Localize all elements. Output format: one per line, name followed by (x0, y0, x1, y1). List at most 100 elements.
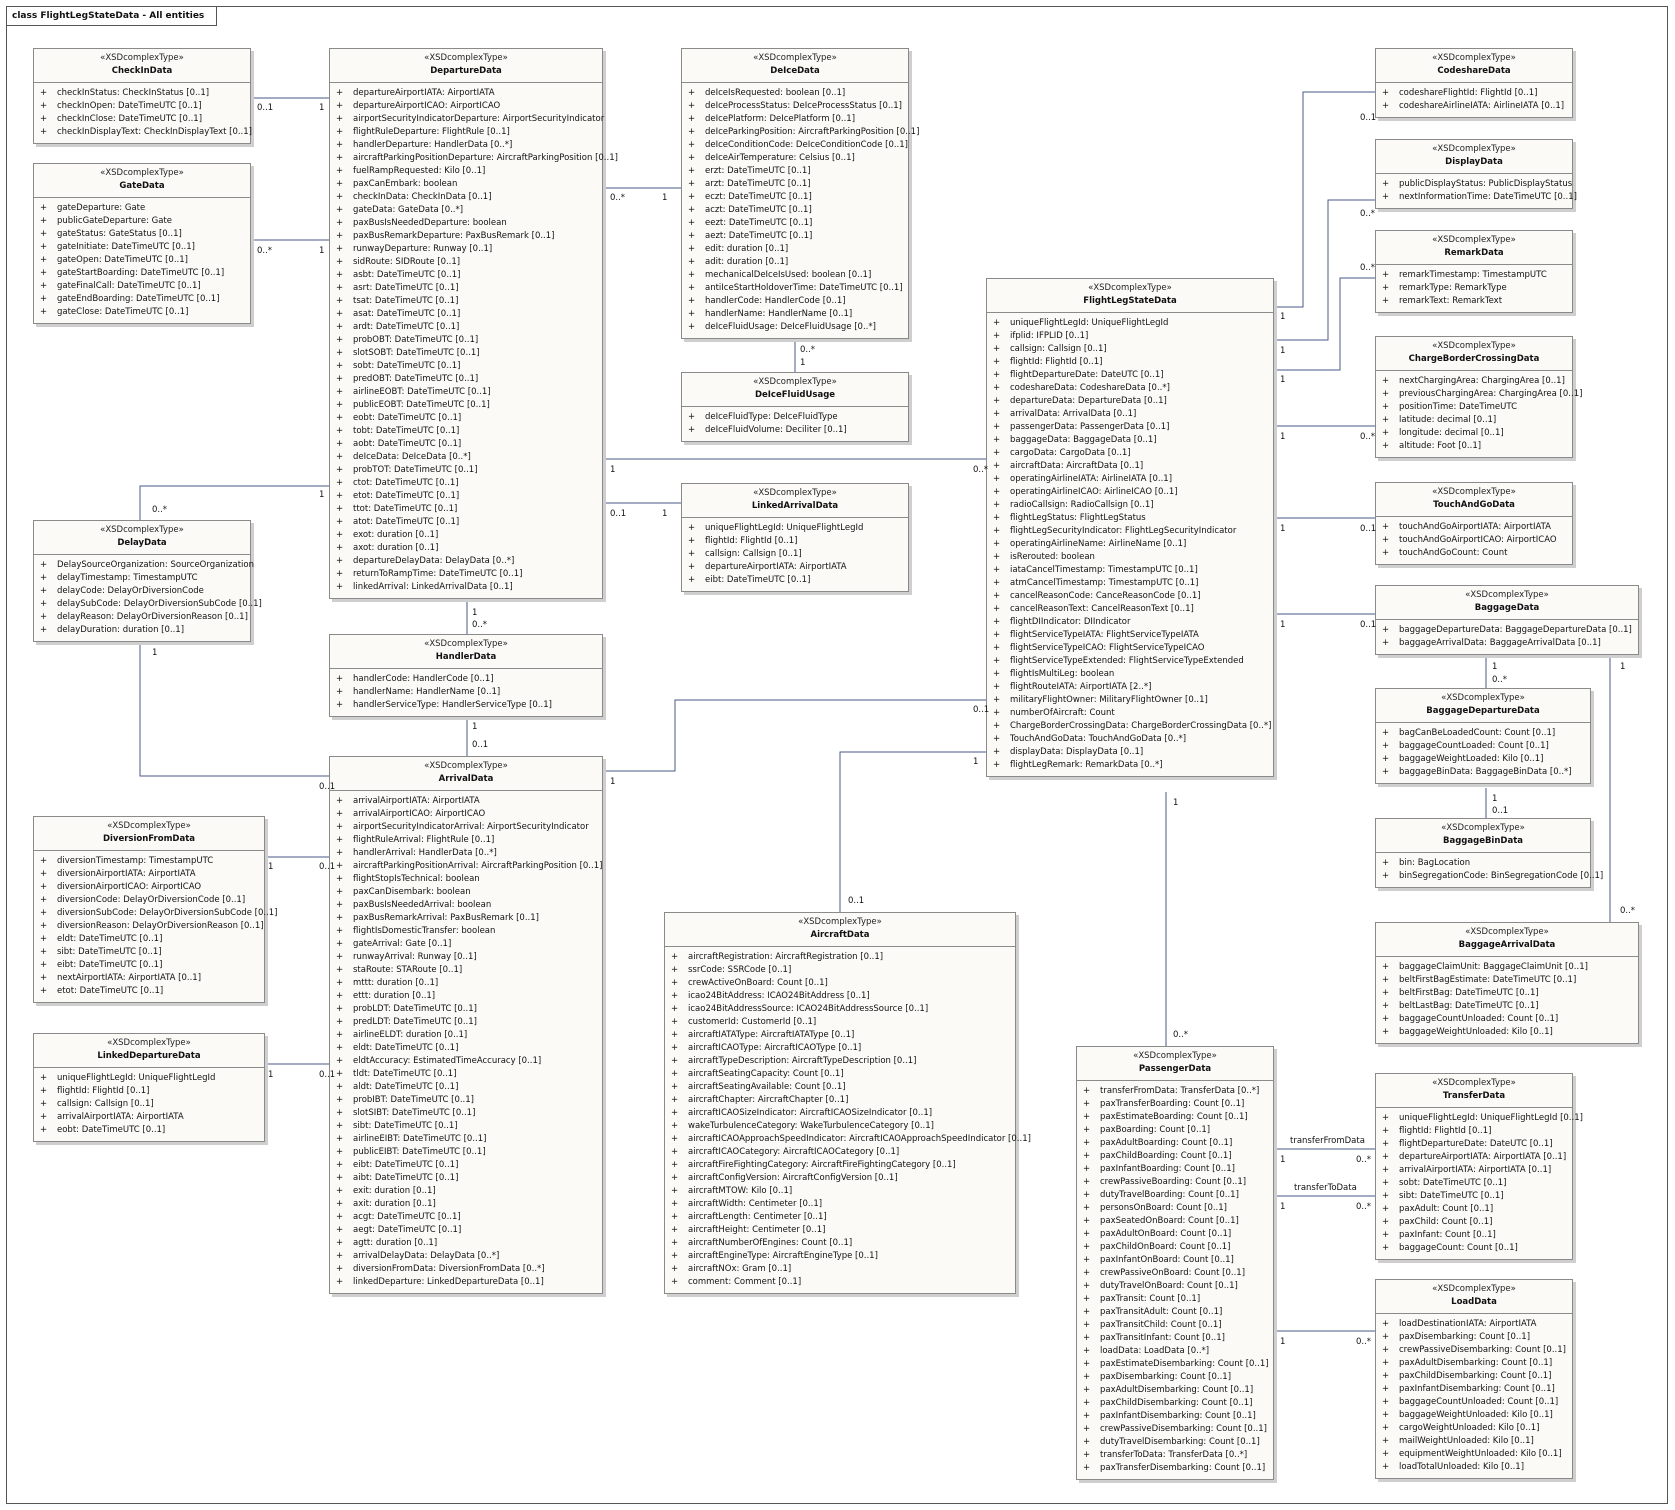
visibility-marker: + (1083, 1268, 1091, 1278)
class-de-ice-data[interactable]: «XSDcomplexType»DeIceData+deIceIsRequest… (681, 48, 919, 339)
attribute-text: paxDisembarking: Count [0..1] (1100, 1372, 1232, 1382)
class-name: PassengerData (1138, 1064, 1212, 1074)
attribute-row: +aldt: DateTimeUTC [0..1] (330, 1081, 602, 1094)
attribute-row: +paxDisembarking: Count [0..1] (1077, 1371, 1273, 1384)
attribute-text: deIceConditionCode: DeIceConditionCode [… (705, 140, 908, 150)
class-de-ice-fluid-usage[interactable]: «XSDcomplexType»DeIceFluidUsage+deIceFlu… (681, 372, 909, 442)
class-load-data[interactable]: «XSDcomplexType»LoadData+loadDestination… (1375, 1279, 1573, 1479)
attribute-text: paxInfantDisembarking: Count [0..1] (1399, 1384, 1555, 1394)
visibility-marker: + (336, 361, 344, 371)
attribute-text: gateInitiate: DateTimeUTC [0..1] (57, 242, 195, 252)
visibility-marker: + (1382, 1423, 1390, 1433)
visibility-marker: + (40, 908, 48, 918)
attribute-row: +bin: BagLocation (1376, 857, 1590, 870)
visibility-marker: + (1382, 1384, 1390, 1394)
multiplicity-label: 1 (472, 608, 478, 618)
visibility-marker: + (993, 422, 1001, 432)
attribute-text: aldt: DateTimeUTC [0..1] (353, 1082, 459, 1092)
class-linked-departure-data[interactable]: «XSDcomplexType»LinkedDepartureData+uniq… (33, 1033, 265, 1142)
attribute-text: flightRouteIATA: AirportIATA [2..*] (1010, 682, 1152, 692)
attribute-row: +deIcePlatform: DeIcePlatform [0..1] (682, 113, 908, 126)
visibility-marker: + (688, 257, 696, 267)
attribute-text: arrivalAirportIATA: AirportIATA (57, 1112, 184, 1122)
class-flight-leg-state-data[interactable]: «XSDcomplexType»FlightLegStateData+uniqu… (986, 278, 1274, 777)
attribute-row: +TouchAndGoData: TouchAndGoData [0..*] (987, 733, 1273, 746)
attribute-text: handlerName: HandlerName [0..1] (705, 309, 853, 319)
attribute-text: paxAdultDisembarking: Count [0..1] (1399, 1358, 1553, 1368)
attribute-text: atot: DateTimeUTC [0..1] (353, 517, 460, 527)
attribute-text: diversionReason: DelayOrDiversionReason … (57, 921, 264, 931)
visibility-marker: + (993, 383, 1001, 393)
class-remark-data[interactable]: «XSDcomplexType»RemarkData+remarkTimesta… (1375, 230, 1573, 313)
class-name: DisplayData (1445, 157, 1503, 167)
visibility-marker: + (1382, 88, 1390, 98)
attribute-text: erzt: DateTimeUTC [0..1] (705, 166, 811, 176)
class-diversion-from-data[interactable]: «XSDcomplexType»DiversionFromData+divers… (33, 816, 278, 1003)
attribute-row: +diversionCode: DelayOrDiversionCode [0.… (34, 894, 264, 907)
class-transfer-data[interactable]: «XSDcomplexType»TransferData+uniqueFligh… (1375, 1073, 1583, 1260)
class-baggage-departure-data[interactable]: «XSDcomplexType»BaggageDepartureData+bag… (1375, 688, 1591, 784)
visibility-marker: + (336, 257, 344, 267)
attribute-text: baggageDepartureData: BaggageDepartureDa… (1399, 625, 1632, 635)
stereotype-label: «XSDcomplexType» (100, 168, 184, 178)
class-gate-data[interactable]: «XSDcomplexType»GateData+gateDeparture: … (33, 163, 251, 324)
class-handler-data[interactable]: «XSDcomplexType»HandlerData+handlerCode:… (329, 634, 603, 717)
edge-flightleg-remark (1274, 277, 1375, 371)
stereotype-label: «XSDcomplexType» (1088, 283, 1172, 293)
class-aircraft-data[interactable]: «XSDcomplexType»AircraftData+aircraftReg… (664, 912, 1031, 1294)
class-charge-border-crossing-data[interactable]: «XSDcomplexType»ChargeBorderCrossingData… (1375, 336, 1582, 458)
class-departure-data[interactable]: «XSDcomplexType»DepartureData+departureA… (329, 48, 618, 599)
class-check-in-data[interactable]: «XSDcomplexType»CheckInData+checkInStatu… (33, 48, 252, 144)
attribute-text: handlerServiceType: HandlerServiceType [… (353, 700, 552, 710)
class-display-data[interactable]: «XSDcomplexType»DisplayData+publicDispla… (1375, 139, 1577, 209)
attribute-text: callsign: Callsign [0..1] (57, 1099, 154, 1109)
attribute-row: +baggageDepartureData: BaggageDepartureD… (1376, 624, 1638, 637)
attribute-row: +eldt: DateTimeUTC [0..1] (34, 933, 264, 946)
attribute-text: diversionSubCode: DelayOrDiversionSubCod… (57, 908, 278, 918)
class-passenger-data[interactable]: «XSDcomplexType»PassengerData+transferFr… (1076, 1046, 1274, 1480)
class-baggage-data[interactable]: «XSDcomplexType»BaggageData+baggageDepar… (1375, 585, 1639, 655)
class-baggage-arrival-data[interactable]: «XSDcomplexType»BaggageArrivalData+bagga… (1375, 922, 1639, 1044)
class-name: BaggageBinData (1442, 836, 1523, 846)
attribute-row: +numberOfAircraft: Count (987, 707, 1273, 720)
attribute-row: +sibt: DateTimeUTC [0..1] (1376, 1190, 1572, 1203)
visibility-marker: + (688, 536, 696, 546)
class-codeshare-data[interactable]: «XSDcomplexType»CodeshareData+codeshareF… (1375, 48, 1573, 118)
attribute-text: arrivalDelayData: DelayData [0..*] (353, 1251, 500, 1261)
attribute-text: deIcePlatform: DeIcePlatform [0..1] (705, 114, 856, 124)
visibility-marker: + (336, 1043, 344, 1053)
visibility-marker: + (336, 1004, 344, 1014)
attribute-row: +aircraftICAOCategory: AircraftICAOCateg… (665, 1146, 1015, 1159)
visibility-marker: + (1083, 1450, 1091, 1460)
class-touch-and-go-data[interactable]: «XSDcomplexType»TouchAndGoData+touchAndG… (1375, 482, 1573, 565)
attribute-text: edit: duration [0..1] (705, 244, 789, 254)
visibility-marker: + (688, 283, 696, 293)
visibility-marker: + (688, 575, 696, 585)
class-linked-arrival-data[interactable]: «XSDcomplexType»LinkedArrivalData+unique… (681, 483, 909, 592)
stereotype-label: «XSDcomplexType» (1432, 235, 1516, 245)
visibility-marker: + (336, 1173, 344, 1183)
attribute-text: eobt: DateTimeUTC [0..1] (353, 413, 462, 423)
attribute-list: +uniqueFlightLegId: UniqueFlightLegId+fl… (34, 1068, 264, 1137)
class-baggage-bin-data[interactable]: «XSDcomplexType»BaggageBinData+bin: BagL… (1375, 818, 1603, 888)
visibility-marker: + (336, 822, 344, 832)
class-delay-data[interactable]: «XSDcomplexType»DelayData+DelaySourceOrg… (33, 520, 262, 642)
visibility-marker: + (993, 487, 1001, 497)
attribute-row: +handlerCode: HandlerCode [0..1] (330, 673, 602, 686)
attribute-text: aircraftData: AircraftData [0..1] (1010, 461, 1144, 471)
attribute-text: paxTransitInfant: Count [0..1] (1100, 1333, 1225, 1343)
visibility-marker: + (1083, 1138, 1091, 1148)
attribute-row: +flightServiceTypeIATA: FlightServiceTyp… (987, 629, 1273, 642)
attribute-text: militaryFlightOwner: MilitaryFlightOwner… (1010, 695, 1208, 705)
visibility-marker: + (336, 543, 344, 553)
attribute-row: +predOBT: DateTimeUTC [0..1] (330, 373, 602, 386)
attribute-text: flightServiceTypeICAO: FlightServiceType… (1010, 643, 1205, 653)
class-header: «XSDcomplexType»DelayData (34, 521, 250, 555)
attribute-row: +paxAdultDisembarking: Count [0..1] (1077, 1384, 1273, 1397)
class-arrival-data[interactable]: «XSDcomplexType»ArrivalData+arrivalAirpo… (329, 756, 603, 1294)
visibility-marker: + (336, 309, 344, 319)
attribute-row: +checkInClose: DateTimeUTC [0..1] (34, 113, 250, 126)
stereotype-label: «XSDcomplexType» (753, 377, 837, 387)
attribute-row: +returnToRampTime: DateTimeUTC [0..1] (330, 568, 602, 581)
